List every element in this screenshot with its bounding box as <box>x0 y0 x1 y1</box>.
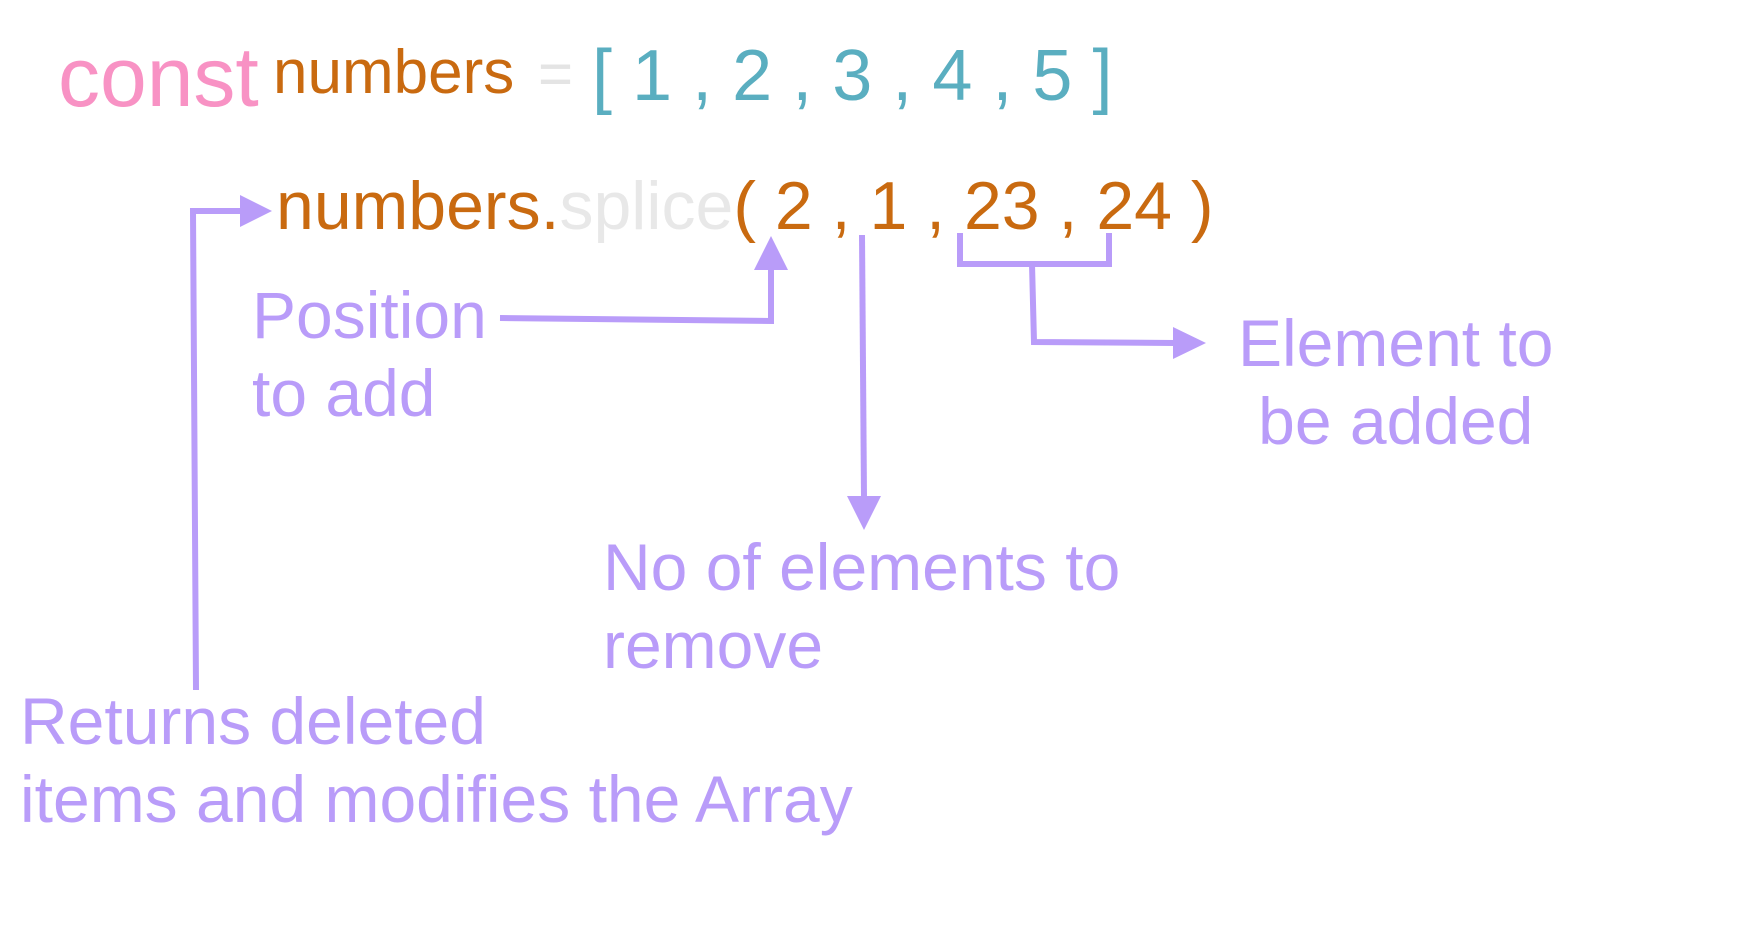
separator: , <box>926 168 946 244</box>
remove-count-connector-line <box>859 234 867 499</box>
elements-added-label-line: Element to <box>1238 306 1554 380</box>
arrowhead-icon <box>754 236 788 270</box>
array-item: 5 <box>1032 36 1073 116</box>
splice-arg-start: 2 <box>774 168 813 244</box>
arrowhead-icon <box>240 195 272 227</box>
array-item: 1 <box>632 36 673 116</box>
arrowhead-icon <box>1173 327 1206 359</box>
remove-count-label: No of elements to remove <box>603 528 1120 684</box>
remove-count-label-line: remove <box>603 608 824 682</box>
equals-sign: = <box>538 40 574 107</box>
position-label-line: Position <box>252 278 487 352</box>
arrowhead-icon <box>847 496 881 530</box>
close-bracket: ] <box>1092 36 1113 116</box>
open-paren: ( <box>733 168 756 244</box>
returns-label: Returns deleted items and modifies the A… <box>20 682 853 838</box>
returns-connector-line <box>189 208 240 691</box>
separator: , <box>692 36 713 116</box>
array-item: 2 <box>732 36 773 116</box>
splice-call: numbers.splice( 2 , 1 , 23 , 24 ) <box>276 172 1214 240</box>
array-literal: [ 1 , 2 , 3 , 4 , 5 ] <box>592 40 1112 112</box>
elements-added-label: Element to be added <box>1238 304 1554 460</box>
position-connector-line <box>499 268 774 325</box>
position-label-line: to add <box>252 356 436 430</box>
close-paren: ) <box>1190 168 1214 244</box>
call-object: numbers. <box>276 168 560 244</box>
const-keyword: const <box>58 30 259 124</box>
remove-count-label-line: No of elements to <box>603 530 1121 604</box>
array-item: 3 <box>832 36 873 116</box>
splice-arg-item: 24 <box>1096 168 1172 244</box>
array-item: 4 <box>932 36 973 116</box>
separator: , <box>831 168 851 244</box>
returns-label-line: items and modifies the Array <box>20 762 853 836</box>
splice-method: splice <box>559 168 734 244</box>
elements-added-label-line: be added <box>1258 384 1534 458</box>
splice-arg-item: 23 <box>963 168 1040 244</box>
separator: , <box>992 36 1013 116</box>
separator: , <box>892 36 913 116</box>
array-variable-name: numbers <box>273 38 515 107</box>
open-bracket: [ <box>592 36 613 116</box>
returns-label-line: Returns deleted <box>20 684 486 758</box>
separator: , <box>792 36 813 116</box>
separator: , <box>1058 168 1078 244</box>
elements-added-connector-line <box>1029 263 1176 346</box>
elements-added-bracket <box>957 233 1112 267</box>
position-label: Position to add <box>252 276 487 432</box>
splice-arg-delete-count: 1 <box>869 168 908 244</box>
